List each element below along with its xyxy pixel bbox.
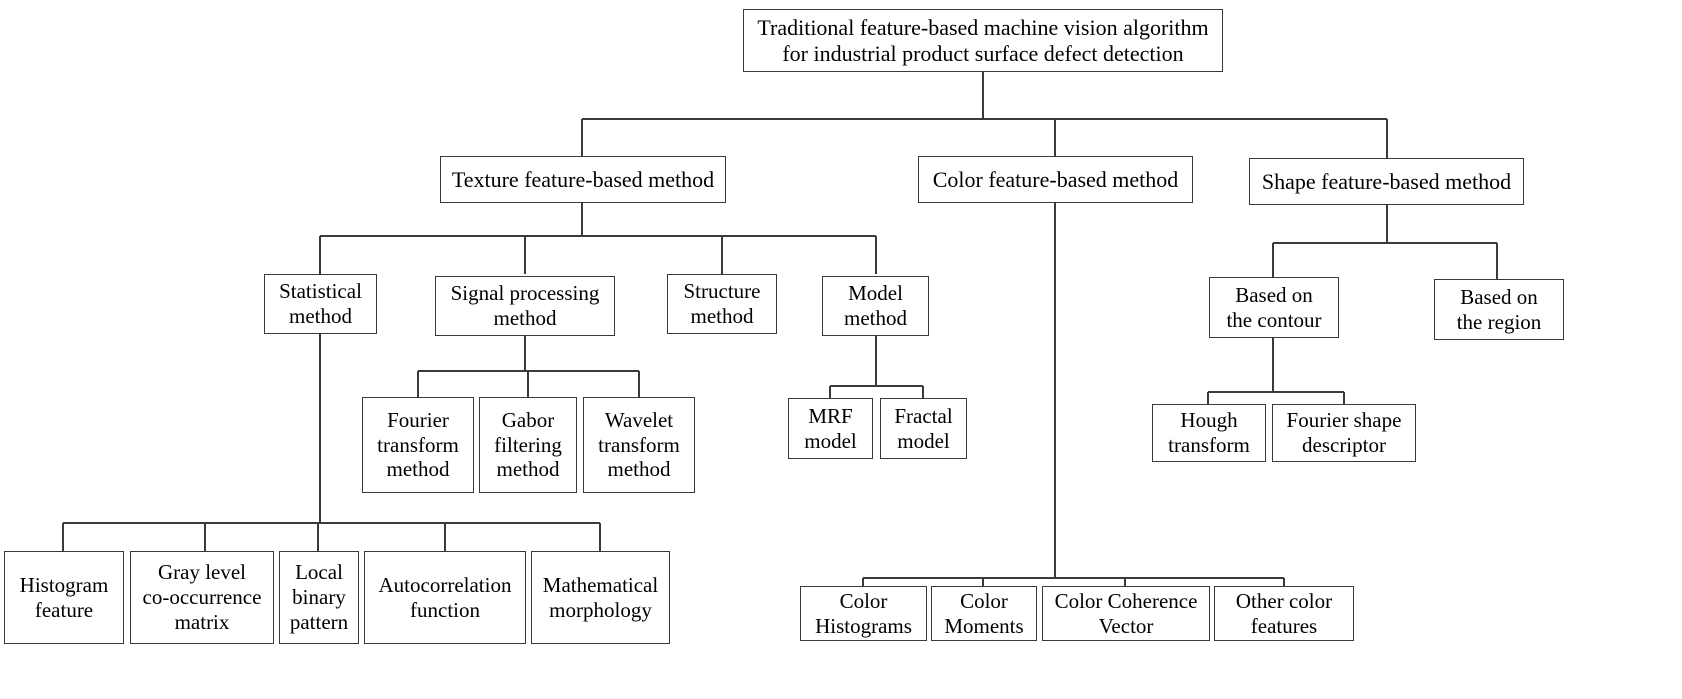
node-gabor-filtering-method[interactable]: Gabor filtering method (479, 397, 577, 493)
node-structure-method[interactable]: Structure method (667, 274, 777, 334)
node-root[interactable]: Traditional feature-based machine vision… (743, 9, 1223, 72)
node-fractal-model[interactable]: Fractal model (880, 398, 967, 459)
node-wavelet-transform-method[interactable]: Wavelet transform method (583, 397, 695, 493)
node-texture-feature-based-method[interactable]: Texture feature-based method (440, 156, 726, 203)
node-fourier-transform-method[interactable]: Fourier transform method (362, 397, 474, 493)
node-shape-feature-based-method[interactable]: Shape feature-based method (1249, 158, 1524, 205)
node-other-color-features[interactable]: Other color features (1214, 586, 1354, 641)
node-histogram-feature[interactable]: Histogram feature (4, 551, 124, 644)
node-mathematical-morphology[interactable]: Mathematical morphology (531, 551, 670, 644)
node-hough-transform[interactable]: Hough transform (1152, 404, 1266, 462)
node-signal-processing-method[interactable]: Signal processing method (435, 276, 615, 336)
node-autocorrelation-function[interactable]: Autocorrelation function (364, 551, 526, 644)
node-color-coherence-vector[interactable]: Color Coherence Vector (1042, 586, 1210, 641)
node-based-on-the-region[interactable]: Based on the region (1434, 279, 1564, 340)
node-local-binary-pattern[interactable]: Local binary pattern (279, 551, 359, 644)
node-mrf-model[interactable]: MRF model (788, 398, 873, 459)
node-color-moments[interactable]: Color Moments (931, 586, 1037, 641)
node-color-feature-based-method[interactable]: Color feature-based method (918, 156, 1193, 203)
node-based-on-the-contour[interactable]: Based on the contour (1209, 277, 1339, 338)
node-gray-level-co-occurrence-matrix[interactable]: Gray level co-occurrence matrix (130, 551, 274, 644)
node-color-histograms[interactable]: Color Histograms (800, 586, 927, 641)
node-fourier-shape-descriptor[interactable]: Fourier shape descriptor (1272, 404, 1416, 462)
node-statistical-method[interactable]: Statistical method (264, 274, 377, 334)
node-model-method[interactable]: Model method (822, 276, 929, 336)
